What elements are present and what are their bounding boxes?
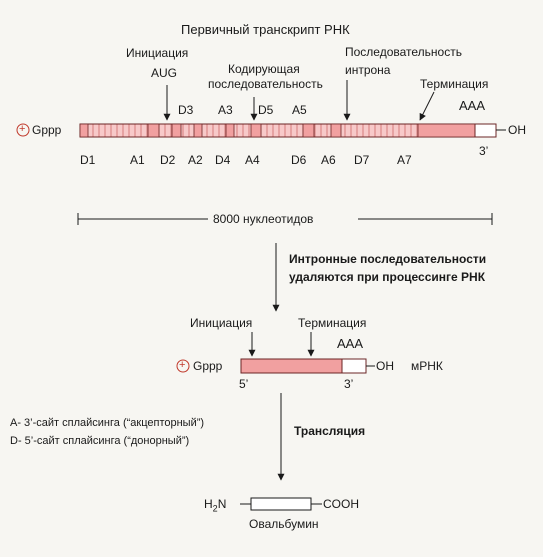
exon-1: [79, 123, 89, 138]
cap-plus-symbol: +: [19, 123, 26, 135]
transcript-intron-background: [79, 123, 476, 138]
site-label-a7: A7: [397, 153, 412, 167]
poly-a-tail-box: [474, 123, 497, 138]
site-label-d2: D2: [160, 153, 176, 167]
mrna-cap-plus-symbol: +: [179, 359, 186, 371]
coding-label-line2: последовательность: [208, 77, 323, 91]
legend-donor: D- 5’-сайт сплайсинга (“донорный”): [10, 435, 190, 447]
protein-name: Овальбумин: [249, 517, 319, 531]
site-label-d5: D5: [258, 103, 274, 117]
site-label-a5: A5: [292, 103, 307, 117]
exon-5: [225, 123, 235, 138]
diagram-title: Первичный транскрипт РНК: [181, 22, 350, 37]
mrna-poly-a-label: AAA: [337, 336, 364, 351]
site-label-a1: A1: [130, 153, 145, 167]
protein-n-terminus: H2N: [204, 498, 226, 513]
site-label-a2: A2: [188, 153, 203, 167]
three-prime-label: 3’: [479, 144, 489, 158]
site-label-a6: A6: [321, 153, 336, 167]
mrna-five-prime-label: 5’: [239, 377, 249, 391]
mrna-label: мРНК: [411, 359, 443, 373]
site-label-d6: D6: [291, 153, 307, 167]
protein-n-h: H: [204, 497, 213, 511]
initiation-label: Инициация: [126, 46, 189, 60]
protein-n-n: N: [217, 497, 227, 511]
protein-graphic: [240, 497, 322, 511]
oh-label: OH: [508, 123, 526, 137]
translation-label: Трансляция: [294, 424, 366, 438]
mrna-initiation-label: Инициация: [190, 316, 253, 330]
exon-7: [302, 123, 315, 138]
processing-label-line2: удаляются при процессинге РНК: [289, 270, 486, 284]
exon-3: [171, 123, 182, 138]
cap-circle: [16, 123, 30, 137]
termination-label: Терминация: [420, 77, 489, 91]
site-label-a4: A4: [245, 153, 260, 167]
protein-box: [250, 497, 312, 511]
cap-label: Gppp: [32, 123, 62, 137]
mrna-poly-a-box: [341, 358, 367, 374]
exon-2: [147, 123, 160, 138]
intron-label-line2: интрона: [345, 63, 391, 77]
coding-label-line1: Кодирующая: [228, 62, 300, 76]
exon-6: [250, 123, 262, 138]
exon-4: [193, 123, 203, 138]
termination-arrow: [419, 91, 435, 121]
site-label-d7: D7: [354, 153, 370, 167]
processing-label-line1: Интронные последовательности: [289, 252, 487, 266]
mrna-oh-label: OH: [376, 359, 394, 373]
mrna-termination-label: Терминация: [298, 316, 367, 330]
site-label-a3: A3: [218, 103, 233, 117]
exon-8: [330, 123, 342, 138]
mrna-cap-label: Gppp: [193, 359, 223, 373]
intron-label-line1: Последовательность: [345, 45, 462, 59]
site-label-d1: D1: [80, 153, 96, 167]
aug-label: AUG: [151, 66, 178, 80]
scale-label: 8000 нуклеотидов: [213, 212, 314, 226]
legend-acceptor: А- 3’-сайт сплайсинга (“акцепторный”): [10, 417, 205, 429]
scale-bar: [77, 213, 493, 225]
protein-n-subscript: 2: [212, 503, 218, 514]
mrna-bar: [176, 358, 375, 374]
exon-final: [417, 123, 476, 138]
mrna-coding-box: [240, 358, 343, 374]
poly-a-label: AAA: [459, 98, 486, 113]
site-label-d4: D4: [215, 153, 231, 167]
protein-c-terminus: COOH: [323, 497, 359, 511]
primary-transcript-bar: [16, 123, 506, 138]
site-label-d3: D3: [178, 103, 194, 117]
mrna-three-prime-label: 3’: [344, 377, 354, 391]
mrna-cap-circle: [176, 359, 190, 373]
